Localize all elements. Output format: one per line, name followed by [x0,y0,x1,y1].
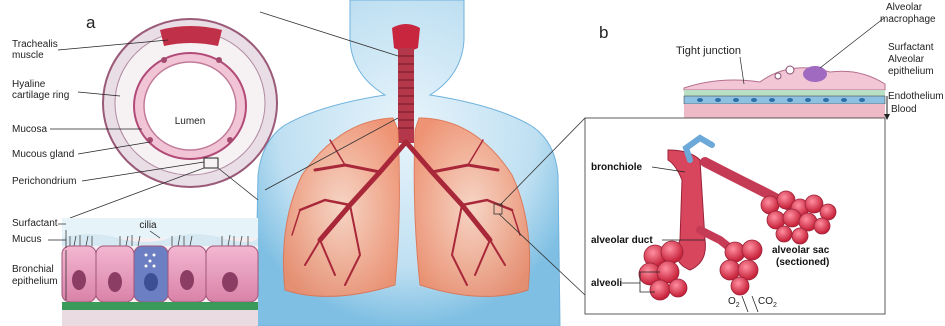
alveolar-sac-label-2: (sectioned) [776,257,829,268]
alveolar-tree [585,118,885,314]
lumen-label: Lumen [175,116,206,127]
epithelium-label-1: Alveolar [888,54,925,65]
trachealis-label-1: Trachealis [12,39,58,50]
mucous-gland-label: Mucous gland [12,149,74,160]
trachea-cross-section: Lumen [103,19,277,187]
alveoli-label: alveoli [591,278,622,289]
o2-subscript: 2 [736,302,740,309]
macrophage-label-2: macrophage [880,14,936,25]
surfactant-label-a: Surfactant [12,218,58,229]
perichondrium-label: Perichondrium [12,176,76,187]
co2-subscript: 2 [773,302,777,309]
tight-junction-label: Tight junction [676,45,741,57]
cilia-label: cilia [139,220,157,231]
hyaline-label-2: cartilage ring [12,90,69,101]
bronchiole-label: bronchiole [591,162,643,173]
epithelium-inset: cilia [62,218,258,326]
alveolar-duct-label: alveolar duct [591,235,653,246]
co2-label: CO [758,296,773,307]
panel-a-letter: a [86,13,96,32]
endothelium-label: Endothelium [888,91,944,102]
bronchial-label-2: epithelium [12,276,58,287]
panel-b-letter: b [599,23,608,42]
epithelium-labels: Surfactant Mucus Bronchial epithelium [12,218,66,300]
trachealis-label-2: muscle [12,50,44,61]
alveolar-barrier: b [599,23,890,120]
macrophage-label-1: Alveolar [886,2,923,13]
hyaline-label-1: Hyaline [12,79,46,90]
alveolar-sac-label-1: alveolar sac [772,245,830,256]
surfactant-label-b: Surfactant [888,42,934,53]
blood-label: Blood [891,104,917,115]
epithelium-label-2: epithelium [888,66,934,77]
mucus-label: Mucus [12,234,41,245]
bronchial-label-1: Bronchial [12,264,54,275]
mucosa-label: Mucosa [12,124,47,135]
